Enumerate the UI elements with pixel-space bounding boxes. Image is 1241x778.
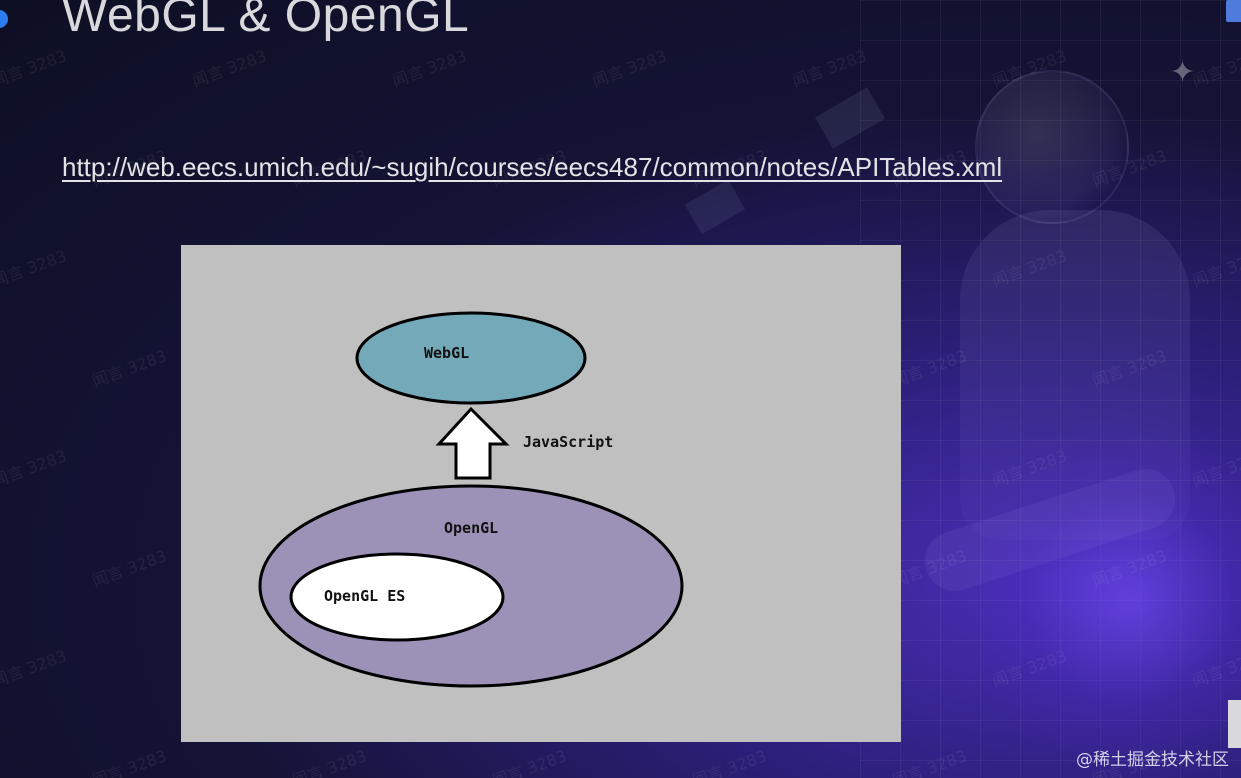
watermark-text: 闻言 3283 [89, 346, 170, 391]
watermark-text: 闻言 3283 [89, 746, 170, 778]
watermark-text: 闻言 3283 [289, 746, 370, 778]
platform-credit: @稀土掘金技术社区 [1076, 750, 1229, 770]
watermark-text: 闻言 3283 [0, 646, 70, 691]
astronaut-body-illustration [960, 210, 1190, 540]
watermark-text: 闻言 3283 [589, 46, 670, 91]
watermark-text: 闻言 3283 [889, 746, 970, 778]
watermark-text: 闻言 3283 [389, 46, 470, 91]
watermark-text: 闻言 3283 [0, 246, 70, 291]
webgl-ellipse [355, 311, 587, 405]
astronaut-helmet-illustration [975, 70, 1129, 224]
background-glow [980, 420, 1241, 778]
watermark-text: 闻言 3283 [1189, 46, 1241, 91]
source-link[interactable]: http://web.eecs.umich.edu/~sugih/courses… [62, 152, 1003, 182]
opengl-es-ellipse [289, 552, 505, 642]
slide-title: WebGL & OpenGL [62, 0, 470, 42]
watermark-text: 闻言 3283 [1189, 246, 1241, 291]
solar-panel-illustration [684, 179, 746, 235]
slide-indicator-dot [0, 10, 8, 28]
webgl-label: WebGL [424, 344, 469, 362]
up-arrow-icon [435, 406, 510, 480]
diagram-panel: WebGL JavaScript OpenGL OpenGL ES [181, 245, 901, 742]
watermark-text: 闻言 3283 [0, 446, 70, 491]
solar-panel-illustration [815, 87, 885, 149]
watermark-text: 闻言 3283 [789, 46, 870, 91]
side-scroll-marker [1228, 700, 1241, 748]
opengl-es-label: OpenGL ES [324, 587, 405, 605]
javascript-label: JavaScript [523, 433, 613, 451]
side-tab-marker [1226, 0, 1241, 22]
opengl-label: OpenGL [444, 519, 498, 537]
watermark-text: 闻言 3283 [489, 746, 570, 778]
watermark-text: 闻言 3283 [89, 546, 170, 591]
sparkle-icon: ✦ [1170, 55, 1196, 90]
watermark-text: 闻言 3283 [0, 46, 70, 91]
watermark-text: 闻言 3283 [189, 46, 270, 91]
api-relationship-diagram: WebGL JavaScript OpenGL OpenGL ES [258, 311, 684, 688]
watermark-text: 闻言 3283 [689, 746, 770, 778]
